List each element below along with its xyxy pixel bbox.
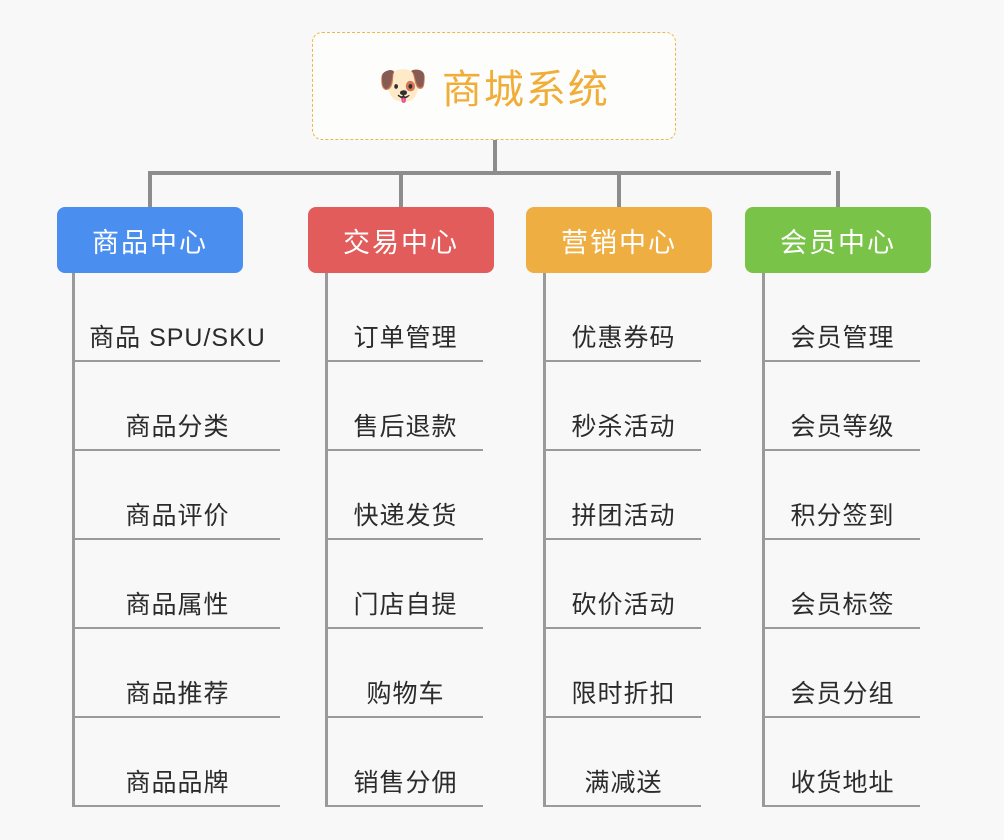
category-box-2[interactable]: 交易中心 <box>308 207 494 273</box>
leaf-item[interactable]: 销售分佣 <box>328 718 483 807</box>
leaf-item-label: 积分签到 <box>790 502 895 530</box>
leaf-item-label: 商品 SPU/SKU <box>89 324 266 352</box>
leaf-item-label: 会员等级 <box>790 413 895 441</box>
leaf-item-label: 优惠券码 <box>571 324 676 352</box>
branch-connector-horizontal <box>149 171 831 175</box>
leaf-item-label: 会员标签 <box>790 591 895 619</box>
leaf-item[interactable]: 商品属性 <box>75 540 280 629</box>
leaf-item[interactable]: 商品评价 <box>75 451 280 540</box>
leaf-item[interactable]: 收货地址 <box>765 718 920 807</box>
leaf-item-label: 商品推荐 <box>125 680 230 708</box>
category-box-1[interactable]: 商品中心 <box>57 207 243 273</box>
leaf-item-label: 门店自提 <box>353 591 458 619</box>
leaf-item[interactable]: 订单管理 <box>328 273 483 362</box>
branch-drop-connector-1 <box>148 171 152 209</box>
category-label: 营销中心 <box>561 227 677 258</box>
root-title: 商城系统 <box>441 68 610 112</box>
column-rail <box>762 273 765 807</box>
leaf-item[interactable]: 优惠券码 <box>546 273 701 362</box>
category-box-4[interactable]: 会员中心 <box>745 207 931 273</box>
leaf-item-label: 购物车 <box>366 680 445 708</box>
leaf-item[interactable]: 满减送 <box>546 718 701 807</box>
leaf-item-label: 订单管理 <box>353 324 458 352</box>
leaf-item[interactable]: 限时折扣 <box>546 629 701 718</box>
root-connector-vertical <box>493 140 497 174</box>
leaf-item[interactable]: 砍价活动 <box>546 540 701 629</box>
leaf-item[interactable]: 商品分类 <box>75 362 280 451</box>
leaf-item-label: 商品评价 <box>125 502 230 530</box>
branch-drop-connector-2 <box>399 171 403 209</box>
leaf-item-label: 商品品牌 <box>125 769 230 797</box>
leaf-item-label: 商品分类 <box>125 413 230 441</box>
leaf-item-label: 满减送 <box>584 769 663 797</box>
leaf-item[interactable]: 会员管理 <box>765 273 920 362</box>
branch-drop-connector-3 <box>617 171 621 209</box>
leaf-item-label: 售后退款 <box>353 413 458 441</box>
leaf-item-label: 砍价活动 <box>571 591 676 619</box>
leaf-item-label: 会员分组 <box>790 680 895 708</box>
leaf-item-label: 快递发货 <box>353 502 458 530</box>
leaf-item[interactable]: 秒杀活动 <box>546 362 701 451</box>
leaf-item[interactable]: 拼团活动 <box>546 451 701 540</box>
root-node[interactable]: 🐶 商城系统 <box>312 32 676 140</box>
leaf-item-label: 商品属性 <box>125 591 230 619</box>
leaf-item[interactable]: 快递发货 <box>328 451 483 540</box>
leaf-item-label: 会员管理 <box>790 324 895 352</box>
leaf-item[interactable]: 会员等级 <box>765 362 920 451</box>
category-label: 商品中心 <box>92 227 208 258</box>
category-label: 交易中心 <box>343 227 459 258</box>
leaf-item-label: 收货地址 <box>790 769 895 797</box>
column-rail <box>543 273 546 807</box>
leaf-item[interactable]: 积分签到 <box>765 451 920 540</box>
leaf-item[interactable]: 会员分组 <box>765 629 920 718</box>
leaf-item-label: 销售分佣 <box>353 769 458 797</box>
category-box-3[interactable]: 营销中心 <box>526 207 712 273</box>
leaf-item[interactable]: 门店自提 <box>328 540 483 629</box>
category-label: 会员中心 <box>780 227 896 258</box>
leaf-item-label: 秒杀活动 <box>571 413 676 441</box>
column-rail <box>325 273 328 807</box>
leaf-item[interactable]: 会员标签 <box>765 540 920 629</box>
shiba-dog-face-icon: 🐶 <box>378 64 428 108</box>
branch-drop-connector-4 <box>836 171 840 209</box>
leaf-item[interactable]: 商品推荐 <box>75 629 280 718</box>
column-rail <box>72 273 75 807</box>
leaf-item-label: 限时折扣 <box>571 680 676 708</box>
leaf-item[interactable]: 售后退款 <box>328 362 483 451</box>
leaf-item[interactable]: 购物车 <box>328 629 483 718</box>
leaf-item[interactable]: 商品 SPU/SKU <box>75 273 280 362</box>
leaf-item[interactable]: 商品品牌 <box>75 718 280 807</box>
leaf-item-label: 拼团活动 <box>571 502 676 530</box>
